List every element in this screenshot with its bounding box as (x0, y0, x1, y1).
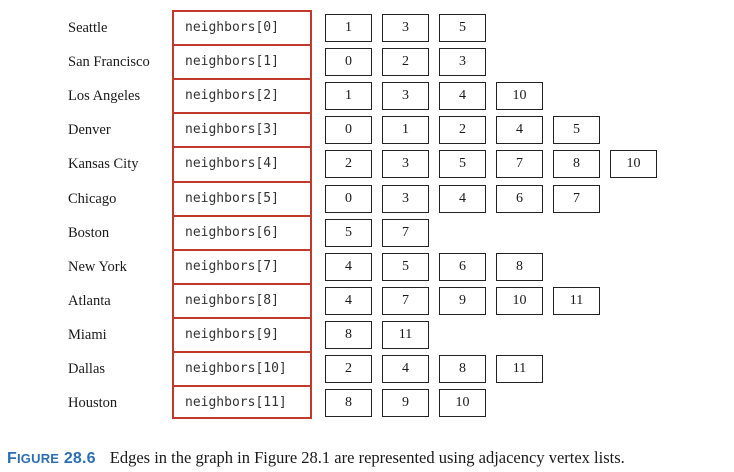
neighbor-vertex-box: 0 (325, 116, 372, 144)
figure-label: FIGURE 28.6 (7, 450, 96, 467)
neighbor-vertex-box: 4 (325, 287, 372, 315)
neighbor-vertex-box: 11 (496, 355, 543, 383)
neighbor-vertex-box: 2 (439, 116, 486, 144)
city-label: Houston (68, 395, 118, 411)
figure-caption-text: Edges in the graph in Figure 28.1 are re… (109, 448, 625, 467)
neighbors-slot: neighbors[8] (185, 293, 279, 308)
array-cell-divider (174, 249, 310, 251)
neighbor-vertex-box: 11 (382, 321, 429, 349)
neighbor-vertex-box: 4 (325, 253, 372, 281)
neighbor-vertex-box: 9 (382, 389, 429, 417)
neighbors-slot: neighbors[9] (185, 327, 279, 342)
neighbor-vertex-box: 5 (553, 116, 600, 144)
neighbor-vertex-box: 3 (382, 14, 429, 42)
city-label: Kansas City (68, 156, 139, 172)
city-label: Denver (68, 122, 111, 138)
city-label: Boston (68, 225, 110, 241)
neighbor-vertex-box: 8 (553, 150, 600, 178)
neighbors-slot: neighbors[10] (185, 361, 287, 376)
neighbors-slot: neighbors[11] (185, 395, 287, 410)
neighbor-vertex-box: 10 (496, 287, 543, 315)
neighbor-vertex-box: 8 (439, 355, 486, 383)
city-label: Los Angeles (68, 88, 141, 104)
neighbor-vertex-box: 3 (439, 48, 486, 76)
neighbor-vertex-box: 5 (382, 253, 429, 281)
neighbor-vertex-box: 7 (553, 185, 600, 213)
neighbor-vertex-box: 1 (325, 82, 372, 110)
city-label: Miami (68, 327, 107, 343)
city-label: San Francisco (68, 54, 150, 70)
neighbor-vertex-box: 8 (325, 321, 372, 349)
neighbor-vertex-box: 8 (325, 389, 372, 417)
neighbor-vertex-box: 9 (439, 287, 486, 315)
neighbor-vertex-box: 10 (439, 389, 486, 417)
neighbor-vertex-box: 4 (382, 355, 429, 383)
neighbor-vertex-box: 1 (325, 14, 372, 42)
neighbor-vertex-box: 4 (496, 116, 543, 144)
neighbor-vertex-box: 6 (439, 253, 486, 281)
city-label: Chicago (68, 191, 117, 207)
neighbor-vertex-box: 2 (325, 355, 372, 383)
neighbor-vertex-box: 5 (439, 150, 486, 178)
neighbor-vertex-box: 5 (439, 14, 486, 42)
figure-caption: FIGURE 28.6 Edges in the graph in Figure … (7, 445, 625, 471)
array-cell-divider (174, 317, 310, 319)
neighbor-vertex-box: 0 (325, 185, 372, 213)
city-label: Atlanta (68, 293, 111, 309)
array-cell-divider (174, 181, 310, 183)
array-cell-divider (174, 44, 310, 46)
array-cell-divider (174, 351, 310, 353)
array-cell-divider (174, 78, 310, 80)
city-label: New York (68, 259, 127, 275)
neighbor-vertex-box: 8 (496, 253, 543, 281)
neighbors-slot: neighbors[2] (185, 88, 279, 103)
neighbor-vertex-box: 2 (382, 48, 429, 76)
array-cell-divider (174, 283, 310, 285)
neighbor-vertex-box: 3 (382, 185, 429, 213)
neighbors-slot: neighbors[7] (185, 259, 279, 274)
neighbors-slot: neighbors[4] (185, 156, 279, 171)
array-cell-divider (174, 112, 310, 114)
neighbor-vertex-box: 0 (325, 48, 372, 76)
neighbors-array (172, 10, 312, 419)
array-cell-divider (174, 146, 310, 148)
array-cell-divider (174, 215, 310, 217)
neighbor-vertex-box: 11 (553, 287, 600, 315)
neighbors-slot: neighbors[3] (185, 122, 279, 137)
neighbor-vertex-box: 6 (496, 185, 543, 213)
city-label: Dallas (68, 361, 106, 377)
neighbors-slot: neighbors[5] (185, 191, 279, 206)
neighbor-vertex-box: 1 (382, 116, 429, 144)
neighbors-slot: neighbors[1] (185, 54, 279, 69)
city-label: Seattle (68, 20, 108, 36)
array-cell-divider (174, 385, 310, 387)
neighbor-vertex-box: 3 (382, 150, 429, 178)
neighbors-slot: neighbors[0] (185, 20, 279, 35)
neighbor-vertex-box: 10 (610, 150, 657, 178)
neighbor-vertex-box: 10 (496, 82, 543, 110)
neighbor-vertex-box: 7 (382, 219, 429, 247)
neighbor-vertex-box: 7 (496, 150, 543, 178)
neighbor-vertex-box: 7 (382, 287, 429, 315)
neighbor-vertex-box: 4 (439, 82, 486, 110)
neighbor-vertex-box: 2 (325, 150, 372, 178)
neighbors-slot: neighbors[6] (185, 225, 279, 240)
neighbor-vertex-box: 3 (382, 82, 429, 110)
neighbor-vertex-box: 4 (439, 185, 486, 213)
neighbor-vertex-box: 5 (325, 219, 372, 247)
